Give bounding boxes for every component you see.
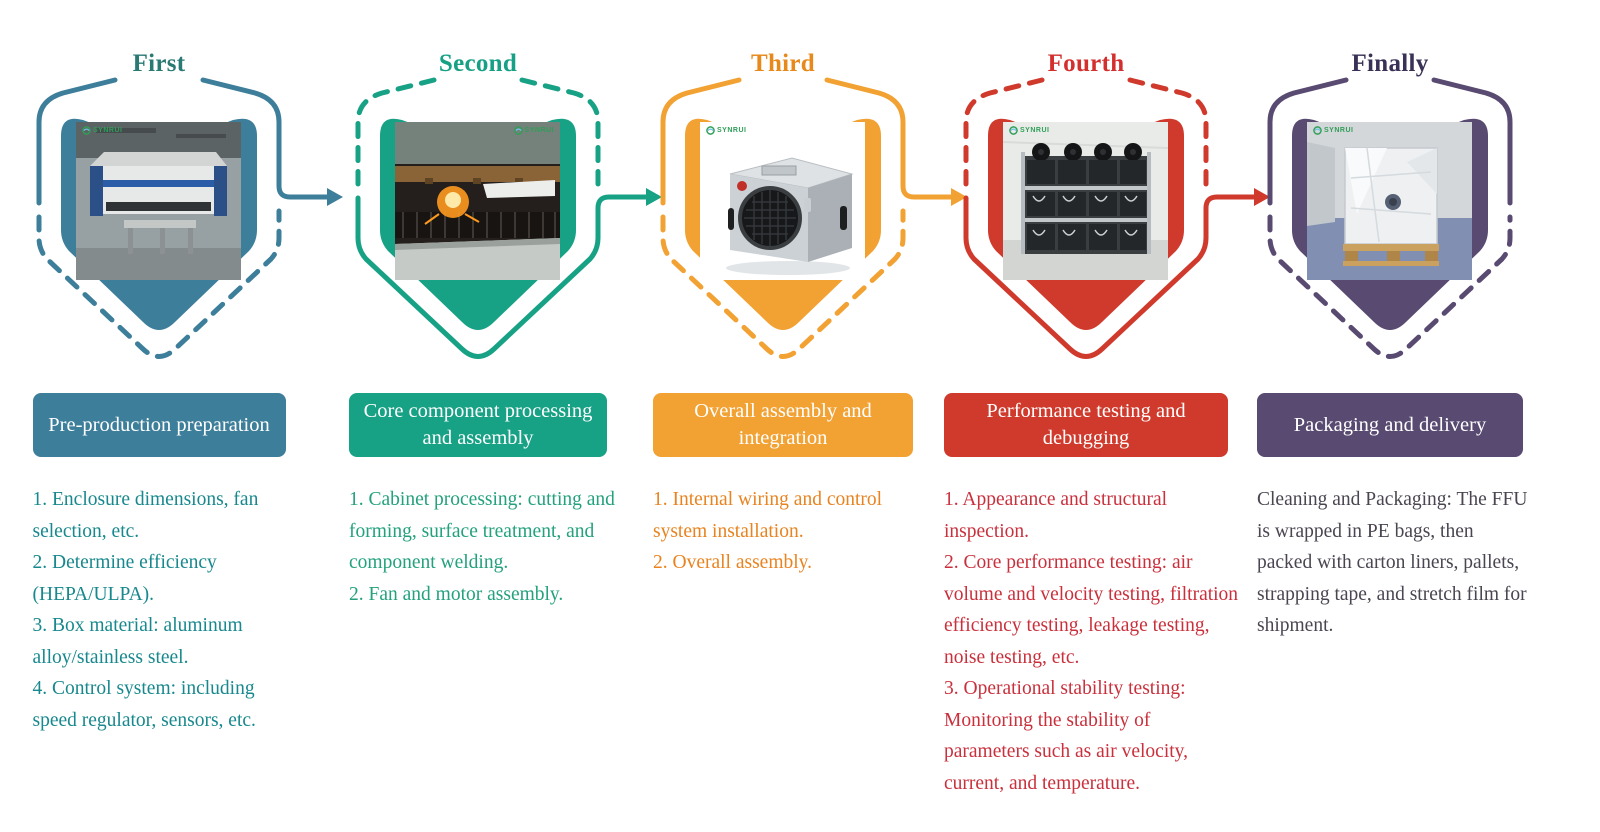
description-item: 2. Core performance testing: air volume … bbox=[944, 552, 1239, 668]
stage-title: Second bbox=[438, 50, 518, 77]
stage-finally: Finally bbox=[1240, 0, 1540, 832]
description-item: 1. Appearance and structural inspection. bbox=[944, 489, 1168, 542]
synrui-logo-icon bbox=[82, 126, 91, 135]
stage-second: Second bbox=[328, 0, 662, 832]
connector-arrow-icon bbox=[355, 188, 662, 359]
description-item: 1. Cabinet processing: cutting and formi… bbox=[349, 489, 615, 573]
stage-fourth: Fourth bbox=[936, 0, 1270, 832]
stage-first: First bbox=[9, 0, 343, 832]
stage-title: Fourth bbox=[1047, 50, 1125, 77]
synrui-logo-icon bbox=[1313, 126, 1322, 135]
synrui-logo-icon bbox=[513, 126, 523, 135]
synrui-logo: SYNRUI bbox=[82, 126, 122, 135]
stage-title: Third bbox=[750, 50, 816, 77]
photo-ffu-unit: SYNRUI bbox=[700, 122, 865, 280]
press-brake-illustration bbox=[76, 122, 241, 280]
stage-description: 1. Enclosure dimensions, fan selection, … bbox=[33, 484, 301, 736]
stage-label: Performance testing and debugging bbox=[944, 393, 1228, 457]
ffu-unit-illustration bbox=[700, 122, 865, 280]
description-item: 3. Operational stability testing: Monito… bbox=[944, 678, 1189, 794]
stage-label: Packaging and delivery bbox=[1257, 393, 1523, 457]
photo-laser-cutting: SYNRUI bbox=[395, 122, 560, 280]
stage-label: Pre-production preparation bbox=[32, 393, 286, 457]
description-item: 3. Box material: aluminum alloy/stainles… bbox=[32, 615, 243, 668]
stage-description: 1. Internal wiring and control system in… bbox=[653, 484, 925, 579]
description-item: 4. Control system: including speed regul… bbox=[32, 678, 256, 731]
synrui-logo: SYNRUI bbox=[706, 126, 746, 135]
connector-arrow-icon bbox=[963, 188, 1270, 359]
stage-label: Overall assembly and integration bbox=[653, 393, 913, 457]
photo-testing-rack: SYNRUI bbox=[1003, 122, 1168, 280]
connector-arrow-icon bbox=[200, 77, 343, 206]
laser-cutting-illustration bbox=[395, 122, 560, 280]
connector-arrow-icon bbox=[824, 77, 967, 206]
description-item: 2. Determine efficiency (HEPA/ULPA). bbox=[32, 552, 217, 605]
photo-press-brake-machine: SYNRUI bbox=[76, 122, 241, 280]
description-item: 2. Fan and motor assembly. bbox=[349, 583, 564, 605]
description-item: 1. Enclosure dimensions, fan selection, … bbox=[32, 489, 259, 542]
description-item: 2. Overall assembly. bbox=[653, 552, 813, 573]
stage-label: Core component processing and assembly bbox=[349, 393, 607, 457]
stage-title: Finally bbox=[1351, 50, 1429, 77]
testing-rack-illustration bbox=[1003, 122, 1168, 280]
description-item: Cleaning and Packaging: The FFU is wrapp… bbox=[1257, 489, 1528, 636]
synrui-logo-icon bbox=[706, 126, 715, 135]
stage-description: 1. Cabinet processing: cutting and formi… bbox=[349, 484, 615, 610]
wrapped-pallet-illustration bbox=[1307, 122, 1472, 280]
synrui-logo: SYNRUI bbox=[1009, 126, 1049, 135]
synrui-logo: SYNRUI bbox=[513, 126, 554, 135]
stage-third: Third bbox=[633, 0, 967, 832]
synrui-logo-icon bbox=[1009, 126, 1018, 135]
stage-title: First bbox=[132, 50, 186, 77]
stage-description: Cleaning and Packaging: The FFU is wrapp… bbox=[1257, 484, 1533, 642]
photo-wrapped-pallet: SYNRUI bbox=[1307, 122, 1472, 280]
stage-description: 1. Appearance and structural inspection.… bbox=[944, 484, 1240, 799]
description-item: 1. Internal wiring and control system in… bbox=[653, 489, 883, 542]
synrui-logo: SYNRUI bbox=[1313, 126, 1353, 135]
